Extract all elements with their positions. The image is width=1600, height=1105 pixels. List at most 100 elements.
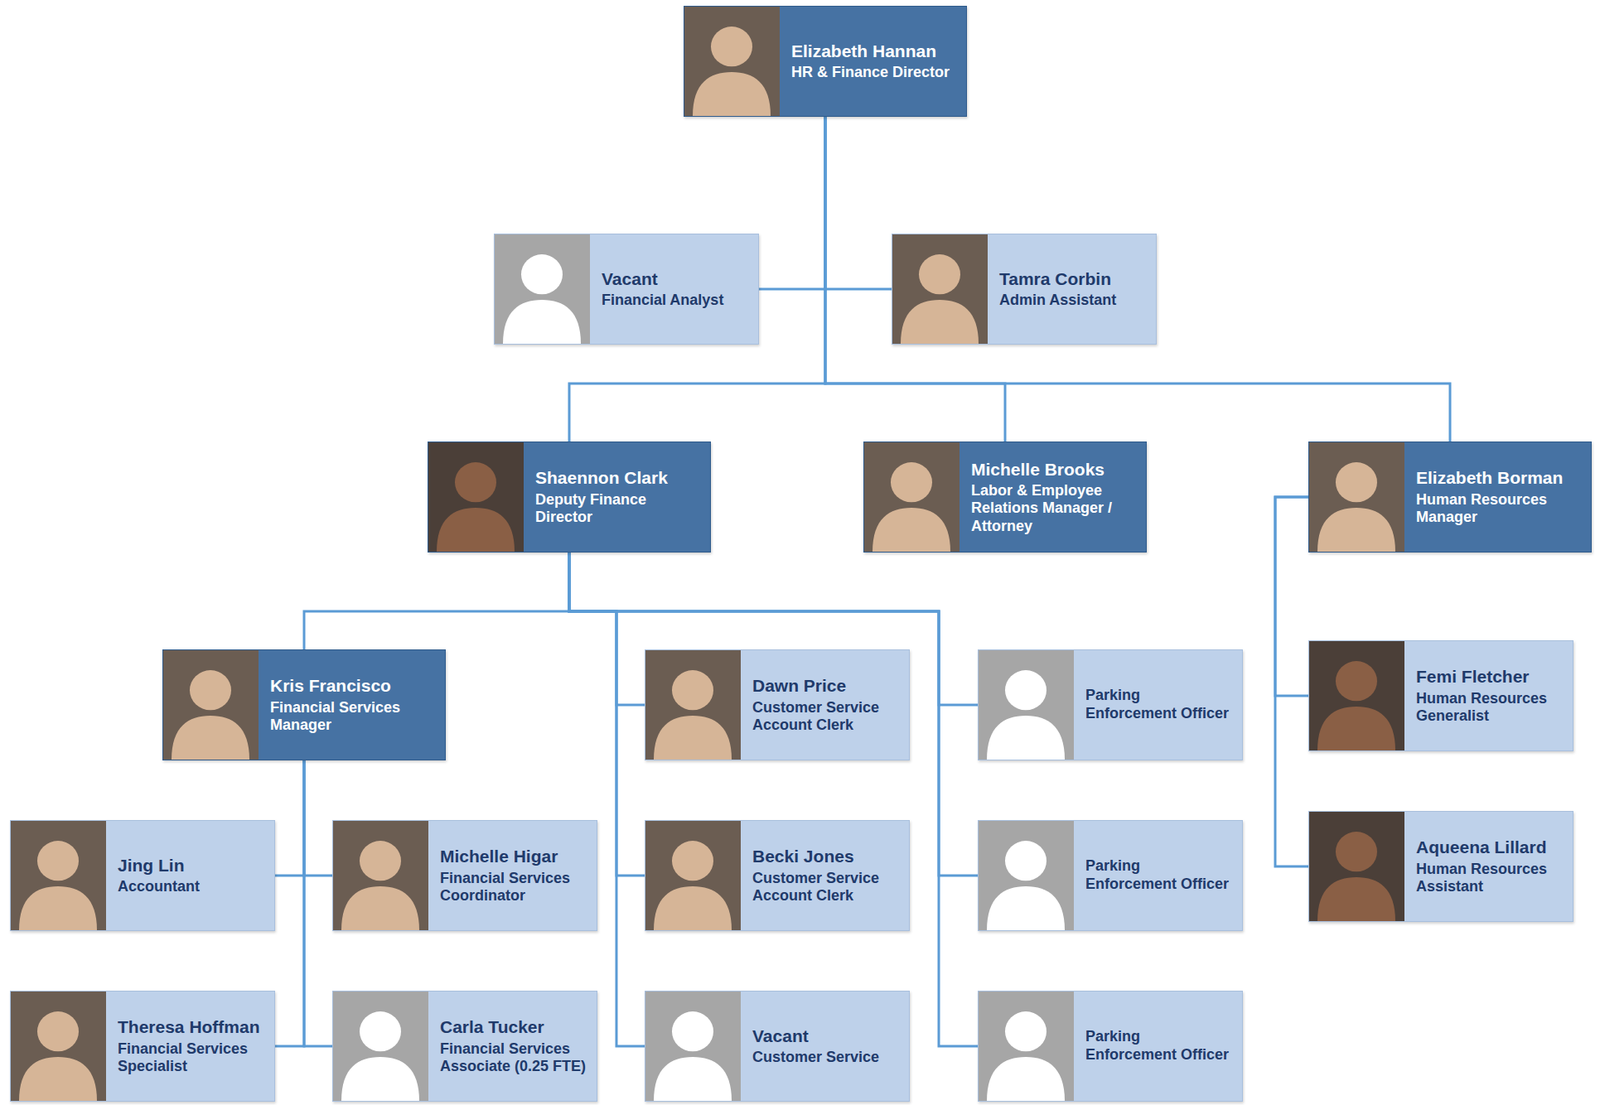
photo-placeholder — [10, 821, 107, 931]
org-box: Shaennon ClarkDeputy Finance Director — [427, 441, 711, 553]
connector — [569, 552, 645, 706]
job-title: Labor & Employee Relations Manager / Att… — [971, 482, 1138, 537]
org-box: Michelle HigarFinancial Services Coordin… — [332, 820, 598, 932]
photo-placeholder — [684, 6, 780, 117]
text-group: Carla TuckerFinancial Services Associate… — [439, 1016, 589, 1076]
org-box: VacantFinancial Analyst — [493, 233, 759, 345]
text-group: Femi FletcherHuman Resources Generalist — [1416, 666, 1565, 726]
text-group: Michelle HigarFinancial Services Coordin… — [439, 845, 589, 905]
org-box: Tamra CorbinAdmin Assistant — [891, 233, 1157, 345]
job-title: Financial Services Associate (0.25 FTE) — [439, 1040, 589, 1077]
org-box: VacantCustomer Service — [644, 990, 910, 1103]
person-name: Tamra Corbin — [999, 268, 1148, 290]
org-box: Aqueena LillardHuman Resources Assistant — [1308, 811, 1574, 923]
connector — [758, 116, 826, 290]
text-group: VacantFinancial Analyst — [601, 268, 750, 310]
photo-placeholder — [645, 650, 741, 760]
person-name: Michelle Brooks — [971, 459, 1138, 480]
text-group: Michelle BrooksLabor & Employee Relation… — [971, 459, 1138, 537]
text-group: Elizabeth BormanHuman Resources Manager — [1416, 467, 1583, 527]
person-name: Michelle Higar — [439, 845, 589, 867]
connector — [569, 552, 978, 706]
photo-placeholder — [864, 442, 960, 552]
org-box: Elizabeth BormanHuman Resources Manager — [1308, 441, 1592, 553]
connector — [825, 116, 1451, 442]
connector — [569, 552, 645, 1047]
photo-placeholder — [494, 234, 590, 344]
org-box: Parking Enforcement Officer — [977, 820, 1243, 932]
person-name: Dawn Price — [752, 675, 901, 697]
photo-placeholder — [1309, 812, 1405, 922]
photo-placeholder — [978, 991, 1074, 1102]
connector — [304, 760, 333, 876]
text-group: VacantCustomer Service — [752, 1025, 901, 1068]
photo-placeholder — [333, 991, 429, 1102]
connector — [275, 760, 305, 1047]
job-title: Financial Analyst — [601, 291, 750, 310]
job-title: Parking Enforcement Officer — [1085, 1028, 1234, 1064]
person-name: Elizabeth Hannan — [791, 40, 958, 62]
job-title: Accountant — [117, 878, 266, 897]
job-title: Customer Service Account Clerk — [752, 870, 901, 906]
photo-placeholder — [645, 991, 741, 1102]
text-group: Dawn PriceCustomer Service Account Clerk — [752, 675, 901, 735]
text-group: Becki JonesCustomer Service Account Cler… — [752, 845, 901, 905]
job-title: Parking Enforcement Officer — [1085, 686, 1234, 723]
person-name: Shaennon Clark — [535, 467, 702, 489]
org-box: Dawn PriceCustomer Service Account Clerk — [644, 649, 910, 761]
connector — [1275, 497, 1309, 867]
photo-placeholder — [892, 234, 988, 344]
photo-placeholder — [645, 821, 741, 931]
person-name: Becki Jones — [752, 845, 901, 867]
org-box: Michelle BrooksLabor & Employee Relation… — [863, 441, 1147, 553]
connector — [569, 552, 978, 1047]
connector — [304, 760, 333, 1047]
org-box: Kris FranciscoFinancial Services Manager — [162, 649, 446, 761]
job-title: Financial Services Specialist — [117, 1040, 266, 1077]
connector — [825, 116, 892, 290]
person-name: Elizabeth Borman — [1416, 467, 1583, 489]
text-group: Aqueena LillardHuman Resources Assistant — [1416, 836, 1565, 896]
job-title: Customer Service — [752, 1048, 901, 1068]
text-group: Theresa HoffmanFinancial Services Specia… — [117, 1016, 266, 1076]
photo-placeholder — [978, 821, 1074, 931]
job-title: Human Resources Assistant — [1416, 860, 1565, 897]
person-name: Femi Fletcher — [1416, 666, 1565, 687]
photo-placeholder — [333, 821, 429, 931]
job-title: Financial Services Coordinator — [439, 870, 589, 906]
text-group: Tamra CorbinAdmin Assistant — [999, 268, 1148, 310]
org-box: Parking Enforcement Officer — [977, 990, 1243, 1103]
job-title: Parking Enforcement Officer — [1085, 857, 1234, 894]
text-group: Jing LinAccountant — [117, 855, 266, 897]
job-title: Human Resources Generalist — [1416, 690, 1565, 726]
org-box: Theresa HoffmanFinancial Services Specia… — [9, 990, 276, 1103]
text-group: Kris FranciscoFinancial Services Manager — [270, 675, 437, 735]
text-group: Parking Enforcement Officer — [1085, 857, 1234, 894]
job-title: Customer Service Account Clerk — [752, 699, 901, 735]
job-title: HR & Finance Director — [791, 63, 958, 83]
text-group: Elizabeth HannanHR & Finance Director — [791, 40, 958, 83]
connector — [304, 552, 570, 650]
org-box: Jing LinAccountant — [9, 820, 276, 932]
photo-placeholder — [1309, 442, 1405, 552]
connector — [1275, 497, 1309, 697]
org-box: Elizabeth HannanHR & Finance Director — [683, 5, 967, 117]
org-box: Becki JonesCustomer Service Account Cler… — [644, 820, 910, 932]
photo-placeholder — [1309, 641, 1405, 751]
person-name: Theresa Hoffman — [117, 1016, 266, 1038]
photo-placeholder — [163, 650, 259, 760]
person-name: Kris Francisco — [270, 675, 437, 697]
job-title: Human Resources Manager — [1416, 491, 1583, 527]
text-group: Shaennon ClarkDeputy Finance Director — [535, 467, 702, 527]
person-name: Vacant — [752, 1025, 901, 1047]
person-name: Aqueena Lillard — [1416, 836, 1565, 858]
org-box: Carla TuckerFinancial Services Associate… — [332, 990, 598, 1103]
photo-placeholder — [978, 650, 1074, 760]
job-title: Deputy Finance Director — [535, 491, 702, 527]
job-title: Admin Assistant — [999, 291, 1148, 310]
person-name: Carla Tucker — [439, 1016, 589, 1038]
photo-placeholder — [10, 991, 107, 1102]
job-title: Financial Services Manager — [270, 699, 437, 735]
